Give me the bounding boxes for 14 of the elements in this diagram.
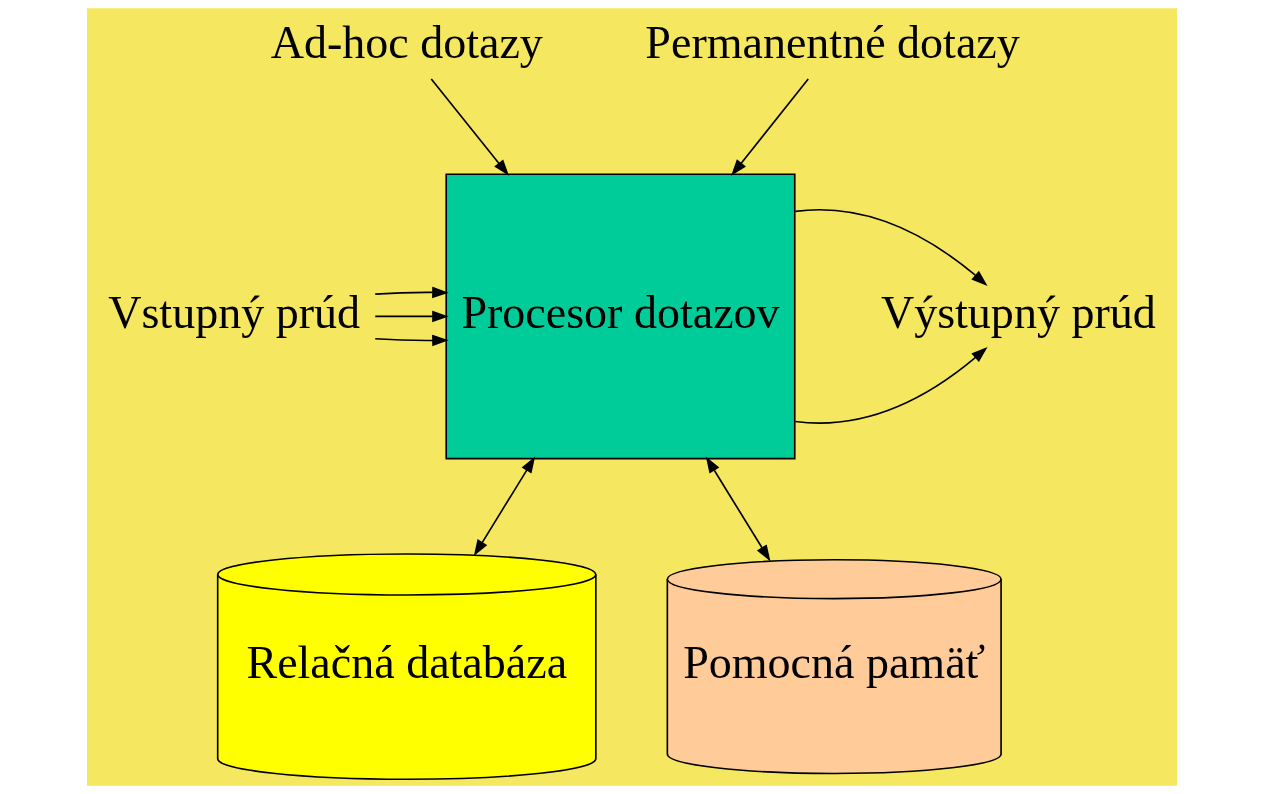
arrow [473,456,535,557]
node-text: Permanentné dotazy [644,17,1020,69]
arrow [373,334,449,347]
arrow [429,78,509,176]
arrow [794,209,988,286]
node-text: Vstupný prúd [107,286,360,338]
node-text: Výstupný prúd [880,286,1156,338]
arrow [794,346,988,424]
node-box: Procesor dotazov [444,173,796,460]
arrow [730,78,809,176]
arrow [373,310,449,323]
node-text: Ad-hoc dotazy [270,17,543,69]
arrow [373,286,449,299]
arrow [705,456,770,562]
